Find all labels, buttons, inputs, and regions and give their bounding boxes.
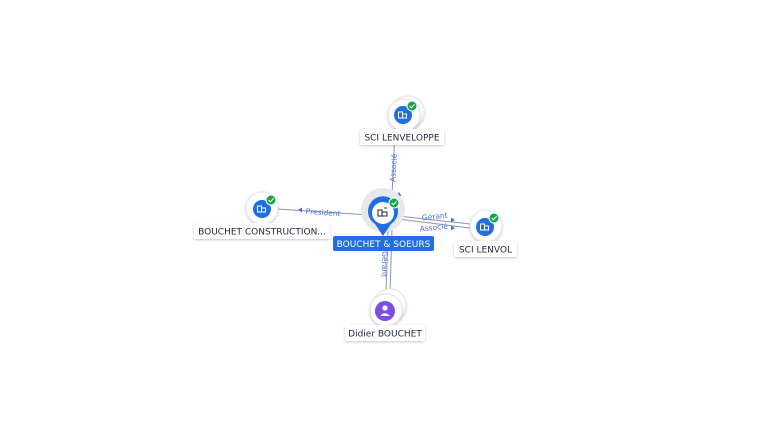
node-label: BOUCHET CONSTRUCTION... — [198, 228, 326, 238]
arrow-right-edge-1 — [451, 217, 455, 223]
company-icon — [394, 106, 412, 124]
edge-label-right-1: Gérant — [421, 211, 448, 223]
node-label: BOUCHET & SOEURS — [337, 240, 431, 250]
company-icon — [476, 218, 494, 236]
node-sci-lenvol[interactable]: SCI LENVOL — [454, 209, 517, 257]
node-didier-bouchet[interactable]: Didier BOUCHET — [345, 288, 425, 341]
arrow-left-edge — [298, 207, 302, 213]
verified-badge-icon — [406, 100, 418, 112]
edge-label-top: Associé — [388, 153, 398, 182]
node-label: SCI LENVELOPPE — [364, 134, 439, 144]
node-bouchet-et-soeurs[interactable]: BOUCHET & SOEURS — [333, 188, 434, 251]
node-label: SCI LENVOL — [459, 246, 512, 256]
edge-label-bottom: Gérant — [380, 251, 390, 277]
edge-right-1[interactable] — [397, 215, 471, 225]
edge-label-left: President — [305, 207, 341, 218]
verified-badge-icon — [265, 194, 277, 206]
company-icon — [377, 207, 388, 217]
company-icon — [253, 200, 271, 218]
person-icon — [375, 301, 395, 321]
edge-right-2[interactable] — [397, 218, 471, 229]
edge-left[interactable] — [276, 208, 371, 216]
node-label: Didier BOUCHET — [348, 330, 422, 340]
edge-label-right-2: Associé — [419, 222, 449, 234]
verified-badge-icon — [488, 212, 500, 224]
arrow-right-edge-2 — [451, 225, 455, 231]
node-bouchet-construction[interactable]: BOUCHET CONSTRUCTION... — [194, 191, 330, 239]
node-sci-lenveloppe[interactable]: SCI LENVELOPPE — [360, 95, 444, 145]
verified-badge-icon — [388, 197, 400, 209]
